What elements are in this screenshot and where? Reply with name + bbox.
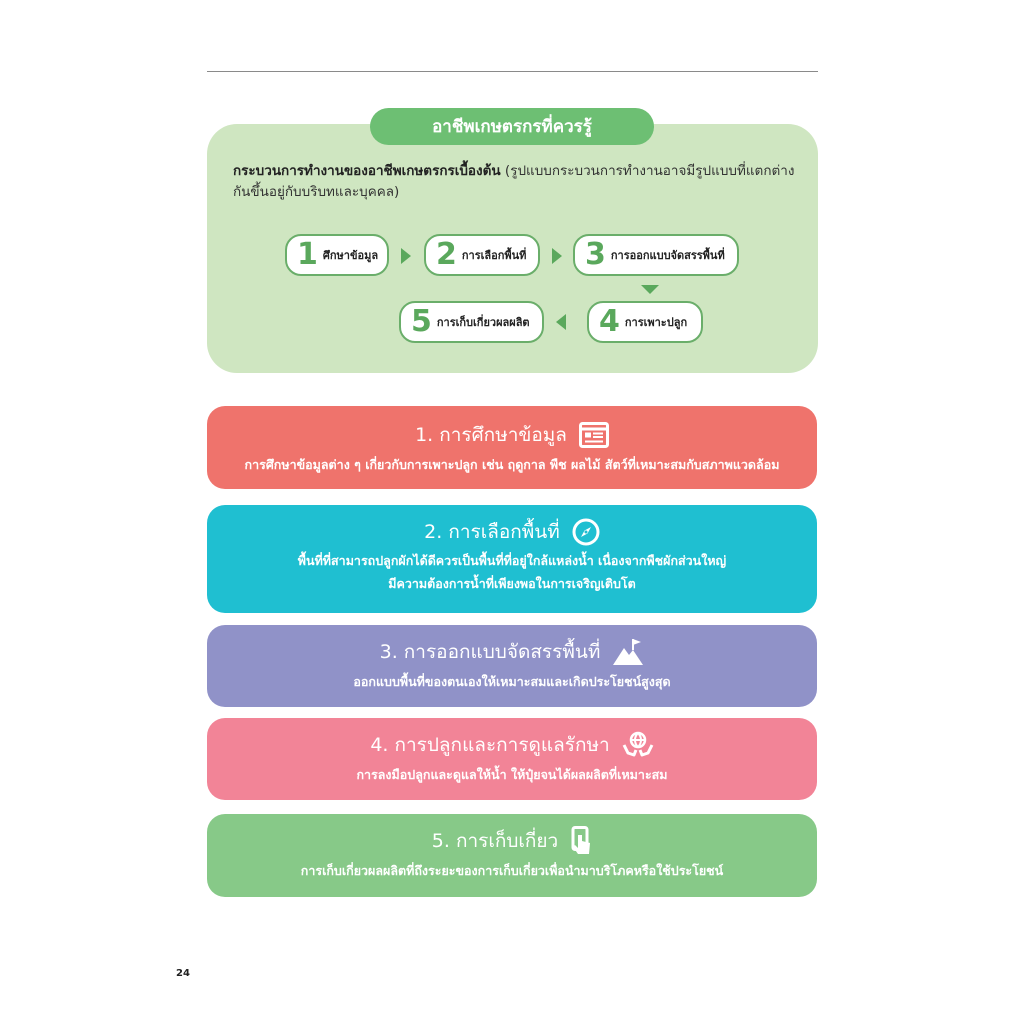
arrow-left-icon: [556, 314, 566, 330]
card-desc-line-1: การศึกษาข้อมูลต่าง ๆ เกี่ยวกับการเพาะปลู…: [244, 457, 780, 472]
card-title-text: 4. การปลูกและการดูแลรักษา: [370, 734, 610, 756]
intro-rest: (รูปแบบกระบวนการทำงานอาจมีรูปแบบที่แตกต่…: [233, 163, 795, 200]
panel-title: อาชีพเกษตรกรที่ควรรู้: [370, 108, 654, 145]
card-desc-line-2: มีความต้องการน้ำที่เพียงพอในการเจริญเติบ…: [388, 576, 636, 591]
card-title-text: 2. การเลือกพื้นที่: [424, 521, 560, 543]
step-1: 1 ศึกษาข้อมูล: [285, 234, 389, 276]
mountain-flag-icon: [613, 639, 644, 665]
step-3-label: การออกแบบจัดสรรพื้นที่: [610, 249, 725, 262]
card-research: 1. การศึกษาข้อมูล การศึกษาข้อมูลต่าง ๆ เ…: [207, 406, 817, 489]
step-4-number: 4: [599, 304, 620, 339]
step-5-label: การเก็บเกี่ยวผลผลิต: [436, 316, 530, 329]
step-2: 2 การเลือกพื้นที่: [424, 234, 540, 276]
card-title-text: 1. การศึกษาข้อมูล: [415, 424, 567, 446]
intro-bold: กระบวนการทำงานของอาชีพเกษตรกรเบื้องต้น: [233, 163, 501, 179]
step-3-number: 3: [585, 237, 606, 272]
step-1-number: 1: [297, 237, 318, 272]
page-number: 24: [176, 968, 190, 979]
hands-globe-icon: [622, 731, 654, 757]
step-2-number: 2: [436, 237, 457, 272]
card-desc-line-1: การลงมือปลูกและดูแลให้น้ำ ให้ปุ๋ยจนได้ผล…: [356, 767, 668, 782]
card-site-selection: 2. การเลือกพื้นที่ พื้นที่ที่สามารถปลูกผ…: [207, 505, 817, 613]
card-title: 1. การศึกษาข้อมูล: [207, 420, 817, 450]
card-desc-line-1: พื้นที่ที่สามารถปลูกผักได้ดีควรเป็นพื้นท…: [297, 553, 727, 568]
arrow-down-icon: [641, 285, 659, 294]
card-title: 5. การเก็บเกี่ยว: [207, 826, 817, 856]
card-planting-care: 4. การปลูกและการดูแลรักษา การลงมือปลูกแล…: [207, 718, 817, 800]
card-title: 4. การปลูกและการดูแลรักษา: [207, 730, 817, 760]
step-1-label: ศึกษาข้อมูล: [322, 249, 379, 262]
intro-text: กระบวนการทำงานของอาชีพเกษตรกรเบื้องต้น (…: [233, 161, 798, 203]
step-2-label: การเลือกพื้นที่: [461, 249, 527, 262]
card-harvest: 5. การเก็บเกี่ยว การเก็บเกี่ยวผลผลิตที่ถ…: [207, 814, 817, 897]
step-3: 3 การออกแบบจัดสรรพื้นที่: [573, 234, 739, 276]
card-desc-line-1: การเก็บเกี่ยวผลผลิตที่ถึงระยะของการเก็บเ…: [300, 863, 724, 878]
card-title: 3. การออกแบบจัดสรรพื้นที่: [207, 637, 817, 667]
card-desc-line-1: ออกแบบพื้นที่ของตนเองให้เหมาะสมและเกิดปร…: [353, 674, 671, 689]
step-4: 4 การเพาะปลูก: [587, 301, 703, 343]
compass-icon: [572, 518, 600, 546]
step-5: 5 การเก็บเกี่ยวผลผลิต: [399, 301, 544, 343]
step-5-number: 5: [411, 304, 432, 339]
document-list-icon: [578, 422, 609, 448]
step-4-label: การเพาะปลูก: [624, 316, 688, 329]
card-title: 2. การเลือกพื้นที่: [207, 517, 817, 547]
arrow-right-icon: [401, 248, 411, 264]
card-title-text: 3. การออกแบบจัดสรรพื้นที่: [379, 641, 601, 663]
card-layout-design: 3. การออกแบบจัดสรรพื้นที่ ออกแบบพื้นที่ข…: [207, 625, 817, 707]
arrow-right-icon: [552, 248, 562, 264]
card-title-text: 5. การเก็บเกี่ยว: [431, 830, 559, 852]
top-divider: [207, 71, 818, 72]
hand-phone-icon: [571, 826, 591, 854]
